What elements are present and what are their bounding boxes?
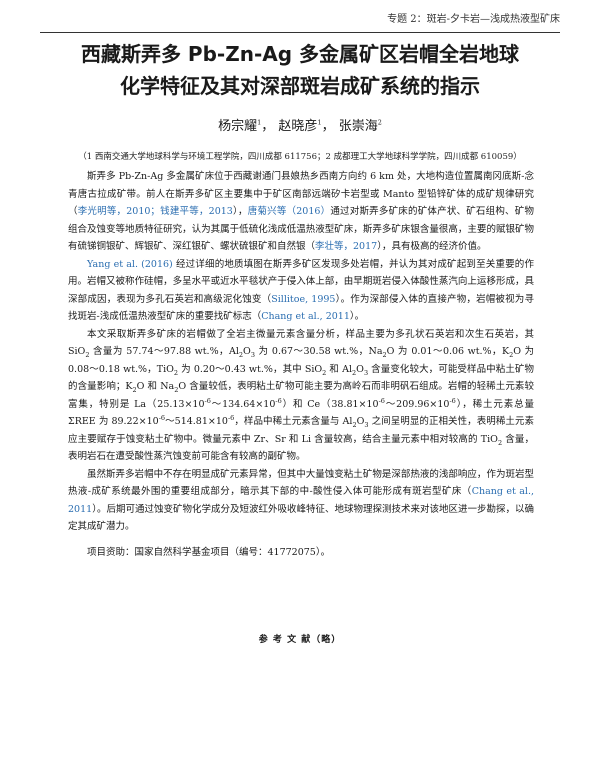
citation-link[interactable]: Yang et al. (2016) [87,258,173,270]
text-run: ）。作为深部侵入体的直接产物，岩帽被视为寻找斑岩-浅成低温热液型矿床的重要找矿标… [68,293,534,323]
text-run: ），稀土元素总量 ΣREE 为 89.22×10 [68,398,534,428]
text-run: 之间呈明显的正相关性，表明稀土元素应主要赋存于蚀变粘土矿物中。微量元素中 Zr、… [68,416,535,445]
subscript: 3 [363,368,369,377]
subscript: 2 [85,350,90,359]
text-run: ）。 [349,311,365,322]
subscript: 2 [322,368,327,377]
text-run: ）。后期可通过蚀变矿物化学成分及短波红外吸收峰特征、地球物理探测技术来对该地区进… [68,503,534,533]
author-affil-mark: 1 [257,118,262,127]
text-run: 为 0.67～30.58 wt.%，Na [254,346,383,357]
author-separator: ， [321,119,335,134]
superscript: -6 [158,413,166,422]
citation-link[interactable]: 李光明等，2010；钱建平等，2013 [77,206,233,217]
text-run: O 和 Na [136,381,175,392]
paragraph-intro: 斯弄多 Pb-Zn-Ag 多金属矿床位于西藏谢通门县娘热乡西南方向约 6 km … [68,168,534,256]
text-run: ～209.96×10 [384,398,450,410]
text-run: O 含量较低，表明粘土矿物可能主要为高岭石而非明矾石组成。岩帽的轻稀土元素较富集… [68,381,534,410]
subscript: 2 [132,385,137,394]
text-run: 为 0.20～0.43 wt.%，其中 SiO [178,363,323,375]
author-affil-mark: 2 [377,118,382,127]
author-name: 杨宗耀 [218,119,258,134]
text-run: O 为 0.08～0.18 wt.%，TiO [68,346,534,375]
superscript: -6 [275,396,282,405]
paragraph-conclusion: 虽然斯弄多岩帽中不存在明显成矿元素异常，但其中大量蚀变粘土矿物是深部热液的浅部响… [68,466,534,536]
affiliation: （1 西南交通大学地球科学与环境工程学院，四川成都 611756；2 成都理工大… [78,152,522,162]
citation-link[interactable]: Sillitoe, 1995 [271,293,336,305]
text-run: 和 Al [326,363,352,375]
text-run: ）和 Ce（38.81×10 [281,398,379,410]
paper-title: 西藏斯弄多 Pb-Zn-Ag 多金属矿区岩帽全岩地球 化学特征及其对深部斑岩成矿… [40,38,560,102]
text-run: ，样品中稀土元素含量与 Al [234,416,353,427]
superscript: -6 [378,396,385,405]
superscript: -6 [449,396,456,405]
superscript: -6 [204,396,211,405]
subscript: 2 [238,350,244,359]
text-run: 斯弄多 Pb-Zn-Ag 多金属矿床位于西藏谢通门县娘热乡西南方向约 6 km … [68,171,534,217]
author-separator: ， [261,119,275,134]
subscript: 3 [250,350,255,359]
text-run: O 为 0.01～0.06 wt.%，K [386,346,510,357]
title-line-1: 西藏斯弄多 Pb-Zn-Ag 多金属矿区岩帽全岩地球 [80,42,520,66]
citation-link[interactable]: Chang et al., 2011 [68,486,534,515]
funding-note: 项目资助：国家自然科学基金项目（编号：41772075）。 [87,546,331,558]
citation-link[interactable]: Chang et al., 2011 [261,311,350,322]
author-affil-mark: 1 [317,118,322,127]
text-run: 含量为 57.74～97.88 wt.%，Al [89,346,239,357]
running-header: 专题 2：斑岩-夕卡岩—浅成热液型矿床 [40,12,560,33]
text-run: 含量变化较大，可能受样品中粘土矿物的含量影响；K [68,363,534,393]
body-text: 斯弄多 Pb-Zn-Ag 多金属矿床位于西藏谢通门县娘热乡西南方向约 6 km … [68,168,534,561]
text-run: 经过详细的地质填图在斯弄多矿区发现多处岩帽，并认为其对成矿起到至关重要的作用。岩… [68,258,534,305]
subscript: 2 [352,420,357,429]
text-run: 虽然斯弄多岩帽中不存在明显成矿元素异常，但其中大量蚀变粘土矿物是深部热液的浅部响… [68,468,534,498]
text-run: ～514.81×10 [165,416,228,427]
text-run: ）， [232,206,248,217]
superscript: -6 [227,413,235,422]
citation-link[interactable]: 李壮等，2017 [315,241,378,252]
author-name: 张崇海 [338,119,378,134]
subscript: 2 [497,438,503,447]
subscript: 2 [173,368,179,377]
text-run: ～134.64×10 [210,398,276,410]
subscript: 2 [509,350,514,359]
subscript: 2 [382,350,387,359]
text-run: 本文采取斯弄多矿床的岩帽做了全岩主微量元素含量分析，样品主要为多孔状石英岩和次生… [68,328,534,358]
references-heading: 参 考 文 献（略） [258,635,342,645]
text-run: ），具有极高的经济价值。 [377,241,487,252]
paragraph-lithocap: Yang et al. (2016) 经过详细的地质填图在斯弄多矿区发现多处岩帽… [68,256,534,326]
subscript: 2 [352,368,357,377]
text-run: O [356,416,365,427]
subscript: 3 [364,420,369,429]
text-run: O [356,363,364,375]
paragraph-geochem: 本文采取斯弄多矿床的岩帽做了全岩主微量元素含量分析，样品主要为多孔状石英岩和次生… [68,326,534,466]
title-line-2: 化学特征及其对深部斑岩成矿系统的指示 [120,74,480,98]
text-run: 含量，表明岩石在遭受酸性蒸汽蚀变前可能含有较高的副矿物。 [68,433,534,463]
author-list: 杨宗耀1， 赵晓彦1， 张崇海2 [40,118,560,136]
subscript: 2 [174,385,179,394]
citation-link[interactable]: 唐菊兴等（2016） [247,206,331,217]
text-run: 通过对斯弄多矿床的矿体产状、矿石组构、矿物组合及蚀变等地质特征研究，认为其属于低… [68,206,534,252]
text-run: O [243,346,251,357]
author-name: 赵晓彦 [278,119,318,134]
